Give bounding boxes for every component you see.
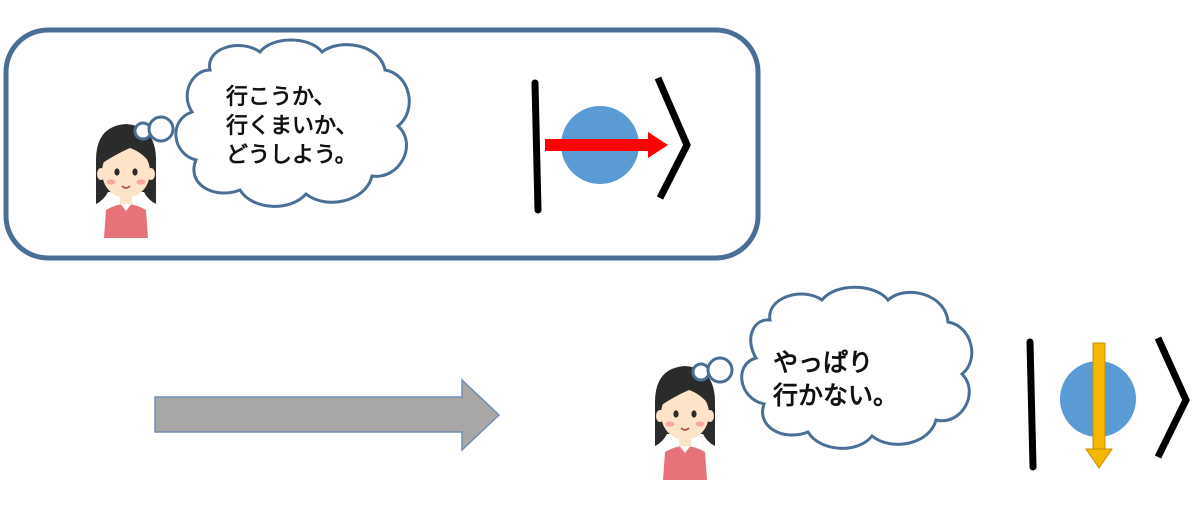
thought-text: 行こうか、 行くまいか、 どうしよう。 — [225, 84, 365, 168]
thought-cloud — [740, 285, 974, 450]
thought-line: 行こうか、 — [225, 84, 336, 110]
thought-cloud — [174, 38, 411, 208]
thought-line: やっぱり — [773, 348, 873, 377]
motion-arrow-down — [1085, 342, 1113, 469]
bracket-diagram — [531, 76, 691, 214]
thought-line: 行かない。 — [772, 381, 898, 410]
girl-character-icon — [654, 365, 716, 481]
transition-arrow — [154, 378, 501, 452]
thought-dots — [691, 356, 734, 384]
thought-text: やっぱり 行かない。 — [772, 348, 898, 410]
right-chevron — [654, 76, 691, 200]
left-wall-bar — [531, 79, 542, 214]
thought-line: どうしよう。 — [226, 143, 357, 168]
thought-line: 行くまいか、 — [225, 113, 358, 139]
bracket-diagram — [1026, 336, 1190, 471]
right-chevron — [1154, 336, 1190, 459]
thought-dots — [133, 115, 175, 143]
left-wall-bar — [1026, 338, 1037, 471]
motion-arrow-right — [545, 132, 668, 158]
